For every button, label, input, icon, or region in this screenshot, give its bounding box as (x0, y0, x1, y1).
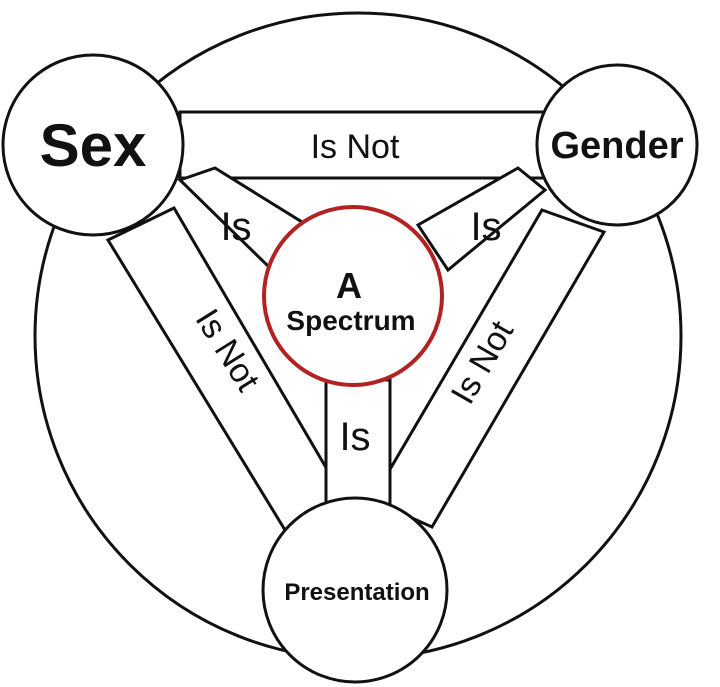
label-gender-center: Is (470, 205, 501, 249)
label-sex-center: Is (220, 205, 251, 249)
label-sex-gender: Is Not (311, 128, 400, 166)
node-presentation (261, 496, 449, 684)
bar-gender-presentation (369, 208, 607, 529)
label-presentation-center: Is (339, 415, 370, 459)
node-sex (1, 53, 185, 237)
label-center-spectrum: Spectrum (286, 305, 415, 336)
label-gender: Gender (550, 125, 683, 167)
label-sex: Sex (40, 112, 147, 179)
label-presentation: Presentation (284, 579, 429, 606)
node-center (262, 205, 444, 387)
label-center-a: A (336, 265, 362, 306)
node-gender (535, 63, 699, 227)
spoke-gender-center (415, 166, 548, 273)
